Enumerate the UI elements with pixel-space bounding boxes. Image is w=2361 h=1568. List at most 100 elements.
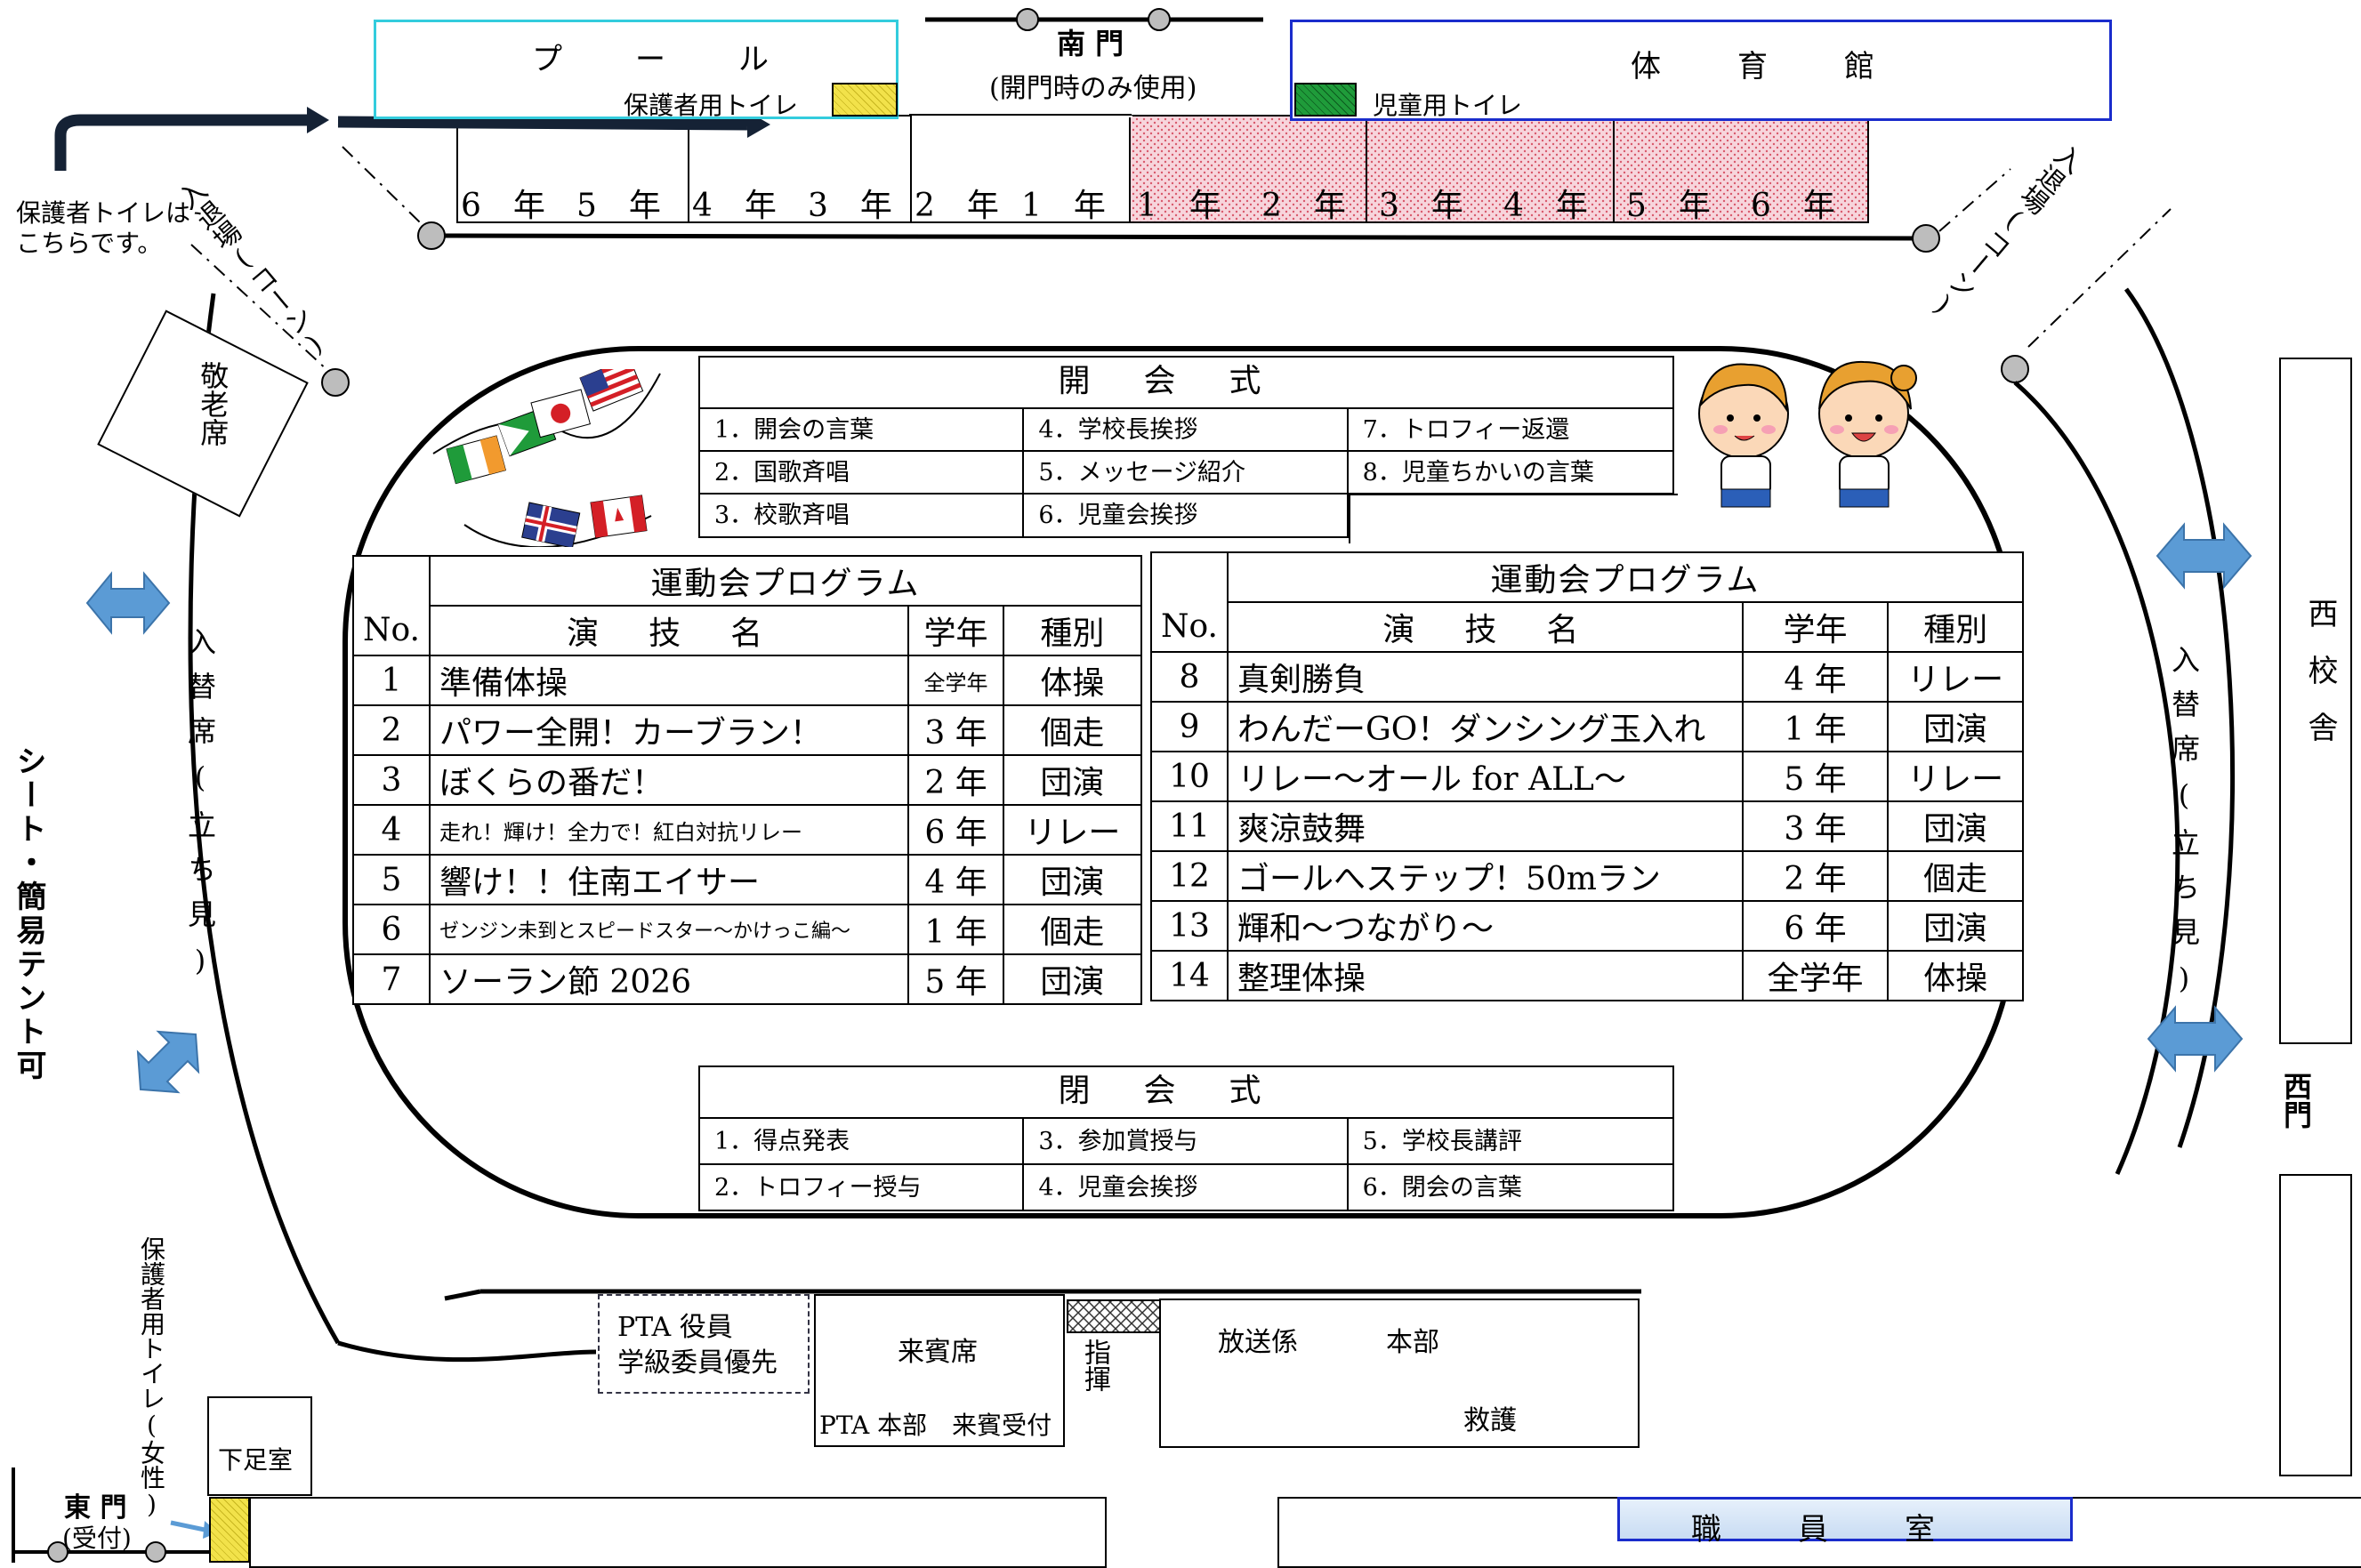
row-name: ぼくらの番だ！ <box>428 754 910 806</box>
row-grade: 5 年 <box>907 953 1004 1005</box>
col-no: No. <box>1150 602 1229 653</box>
east-gate-note: (受付) <box>62 1524 132 1553</box>
program-row: 4 走れ！輝け！全力で！紅白対抗リレー 6 年 リレー <box>352 804 1143 856</box>
ceremony-item: 1．開会の言葉 <box>700 409 1025 452</box>
row-name: ソーラン節 2026 <box>428 953 910 1005</box>
headquarters-area: 放送係 本部 救護 <box>1159 1299 1640 1448</box>
row-grade: 3 年 <box>1741 800 1890 852</box>
parent-toilet-here-line1: 保護者トイレは <box>16 198 191 228</box>
south-gate-note: (開門時のみ使用) <box>989 73 1197 104</box>
program-table-left: 運動会プログラム No. 演 技 名 学年 種別 1 準備体操 全学年 体操 2… <box>352 555 1143 1005</box>
row-name: わんだーGO！ダンシング玉入れ <box>1226 701 1744 752</box>
row-type: 団演 <box>1887 900 2024 952</box>
row-no: 6 <box>352 904 431 955</box>
row-no: 14 <box>1150 950 1229 1001</box>
row-no: 13 <box>1150 900 1229 952</box>
cone-right <box>2001 355 2029 383</box>
headquarters-label: 本部 <box>1386 1327 1439 1358</box>
row-no: 7 <box>352 953 431 1005</box>
row-grade: 6 年 <box>907 804 1004 856</box>
pool-label: プ ー ル <box>532 42 790 77</box>
ceremony-item: 2．トロフィー授与 <box>700 1165 1025 1211</box>
program-row: 14 整理体操 全学年 体操 <box>1150 950 2024 1001</box>
ceremony-item: 6．閉会の言葉 <box>1362 1174 1522 1202</box>
row-grade: 5 年 <box>1741 751 1890 802</box>
gym-label: 体 育 館 <box>1631 49 1880 84</box>
row-type: 体操 <box>1002 655 1143 706</box>
grade-seat: 5 年 <box>1626 188 1711 224</box>
grade-seat: 5 年 <box>576 188 661 224</box>
row-name: 爽涼鼓舞 <box>1226 800 1744 852</box>
staff-room: 職 員 室 <box>1617 1497 2073 1548</box>
grade-seat: 4 年 <box>692 188 777 224</box>
program-row: 12 ゴールへステップ！50mラン 2 年 個走 <box>1150 850 2024 902</box>
row-type: 団演 <box>1887 701 2024 752</box>
shoe-room-label: 下足室 <box>218 1445 294 1475</box>
parent-toilet-swatch <box>832 83 898 117</box>
south-gate-frame <box>909 114 1132 116</box>
row-type: 団演 <box>1887 800 2024 852</box>
col-name: 演 技 名 <box>1226 601 1744 653</box>
swap-right-label: 入替席(立ち見) <box>2167 645 2201 1011</box>
row-no: 8 <box>1150 651 1229 703</box>
program-caption-spacer <box>352 555 431 606</box>
ceremony-item: 2．国歌斉唱 <box>700 452 1025 495</box>
outer-boundary-right <box>2013 381 2180 1176</box>
first-aid-label: 救護 <box>1463 1405 1517 1436</box>
grade-seat: 3 年 <box>1379 188 1463 224</box>
row-name: 走れ！輝け！全力で！紅白対抗リレー <box>428 804 910 856</box>
west-building: 西校舎 <box>2279 358 2352 1044</box>
row-grade: 4 年 <box>1741 651 1890 703</box>
east-building <box>249 1497 1107 1568</box>
row-type: 団演 <box>1002 854 1143 905</box>
cone-left <box>321 368 350 397</box>
grade-seat: 3 年 <box>808 188 892 224</box>
ceremony-item: 5．メッセージ紹介 <box>1024 452 1349 495</box>
col-grade: 学年 <box>907 605 1004 656</box>
row-type: リレー <box>1002 804 1143 856</box>
row-no: 2 <box>352 704 431 756</box>
sheet-tent-label: シート・簡易テント可 <box>11 745 46 1083</box>
row-name: 輝和～つながり～ <box>1226 900 1744 952</box>
col-type: 種別 <box>1887 601 2024 653</box>
program-row: 6 ゼンジン未到とスピードスター～かけっこ編～ 1 年 個走 <box>352 904 1143 955</box>
commander-platform <box>1067 1299 1162 1333</box>
row-grade: 1 年 <box>1741 701 1890 752</box>
east-gate-toilet-swatch <box>209 1497 250 1563</box>
row-grade: 全学年 <box>1741 950 1890 1001</box>
grade-seat: 4 年 <box>1503 188 1588 224</box>
children-cheering-icon <box>1698 360 1917 508</box>
south-gate <box>912 116 1132 117</box>
south-gate-post-left <box>1016 8 1039 31</box>
row-name: ゼンジン未到とスピードスター～かけっこ編～ <box>428 904 910 955</box>
program-row: 9 わんだーGO！ダンシング玉入れ 1 年 団演 <box>1150 701 2024 752</box>
program-caption: 運動会プログラム <box>1226 551 2025 603</box>
ceremony-item: 4．学校長挨拶 <box>1024 409 1349 452</box>
row-type: 団演 <box>1002 953 1143 1005</box>
row-name: 整理体操 <box>1226 950 1744 1001</box>
row-type: 個走 <box>1002 704 1143 756</box>
swap-left-label: 入替席(立ち見) <box>183 627 217 993</box>
opening-ceremony-notch <box>1349 494 1678 543</box>
ceremony-item: 4．児童会挨拶 <box>1024 1165 1349 1211</box>
seating-row-outline <box>456 115 1869 223</box>
row-no: 4 <box>352 804 431 856</box>
col-grade: 学年 <box>1741 601 1890 653</box>
shoe-room: 下足室 <box>207 1396 312 1496</box>
row-name: 準備体操 <box>428 655 910 706</box>
seating-grades: 6 年 5 年 4 年 3 年 2 年 1 年 1 年 2 年 3 年 4 年 … <box>457 116 1868 224</box>
closing-ceremony: 閉会式 1．得点発表 3．参加賞授与 5．学校長講評 2．トロフィー授与 4．児… <box>698 1065 1674 1211</box>
grade-seat: 2 年 <box>1261 188 1346 224</box>
parent-toilet-label: 保護者用トイレ <box>624 91 799 120</box>
commander-label: 指揮 <box>1079 1339 1110 1392</box>
program-table-right: 運動会プログラム No. 演 技 名 学年 種別 8 真剣勝負 4 年 リレー … <box>1150 551 2025 1001</box>
pta-officers-area: PTA 役員 学級委員優先 <box>598 1294 810 1394</box>
row-name: 真剣勝負 <box>1226 651 1744 703</box>
grade-seat: 2 年 <box>915 188 999 224</box>
swap-arrow-right-bottom <box>2147 1005 2244 1073</box>
grade-seat: 1 年 <box>1021 188 1106 224</box>
row-grade: 2 年 <box>1741 850 1890 902</box>
row-grade: 3 年 <box>907 704 1004 756</box>
program-caption: 運動会プログラム <box>428 555 1143 607</box>
child-toilet-label: 児童用トイレ <box>1373 91 1523 120</box>
